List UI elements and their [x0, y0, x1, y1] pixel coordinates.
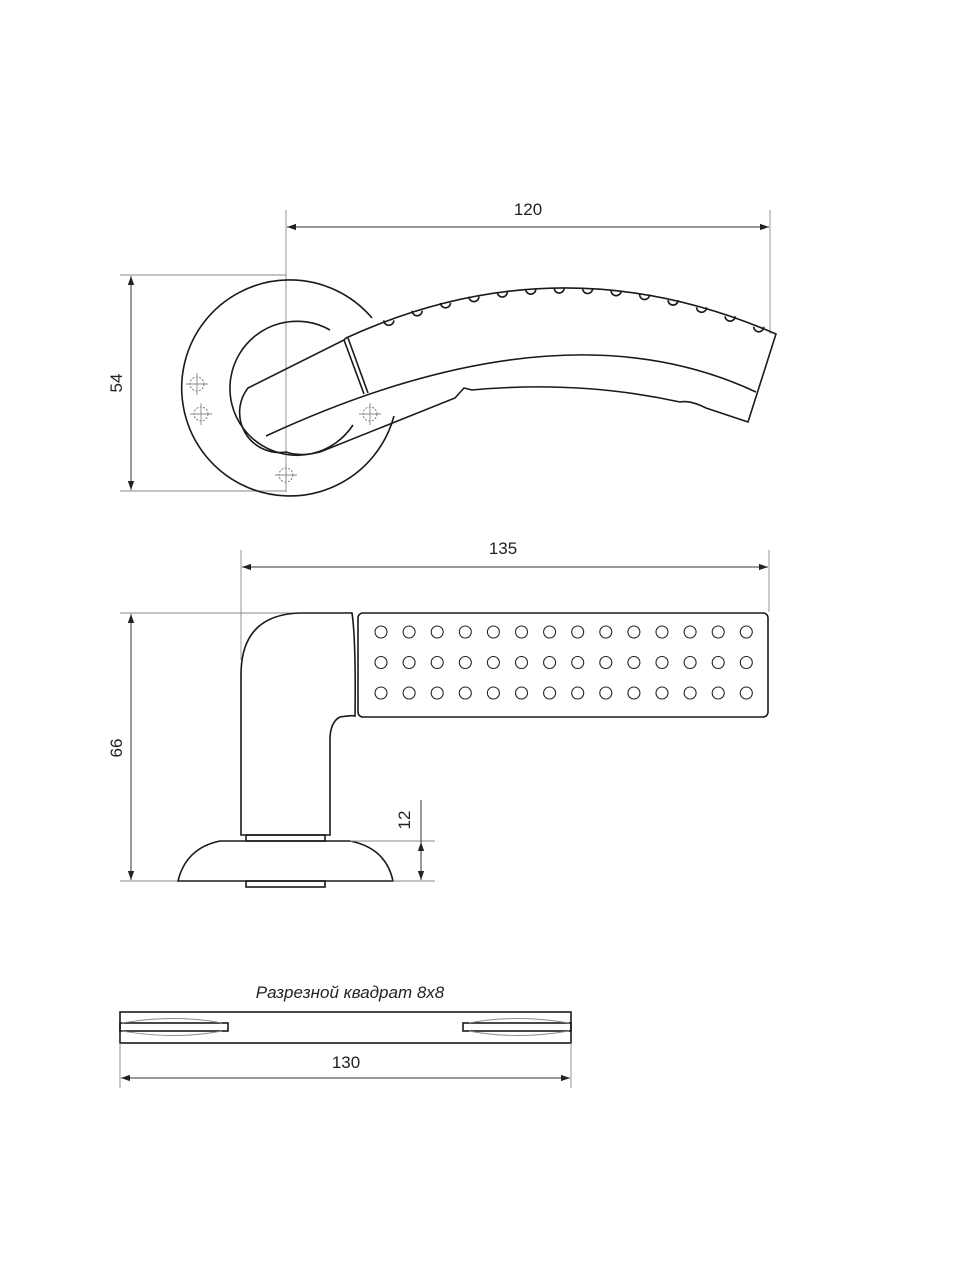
- grip-dot: [711, 655, 725, 670]
- dimple: [610, 290, 622, 297]
- lever-body: [238, 287, 777, 456]
- grip-dot: [655, 655, 669, 670]
- grip-dot: [739, 625, 753, 639]
- dimple: [496, 291, 509, 298]
- grip-dot: [374, 625, 388, 639]
- grip-dot: [571, 625, 585, 639]
- dimension-label-66: 66: [107, 739, 126, 758]
- handle-grip: [357, 612, 769, 718]
- slot-lens: [468, 1018, 570, 1036]
- rose-outer: [180, 279, 395, 497]
- spindle-view: Разрезной квадрат 8х8 130: [119, 983, 572, 1088]
- lever-dimples: [383, 287, 765, 333]
- grip-dot: [599, 655, 613, 670]
- lever-joint: [343, 339, 365, 395]
- grip-dot: [711, 686, 725, 700]
- grip-dot: [458, 655, 472, 670]
- grip-dot: [599, 686, 613, 700]
- dimple: [695, 307, 708, 314]
- top-view: 120 54: [107, 200, 777, 497]
- slot-lens: [121, 1018, 223, 1036]
- spindle-bar: [119, 1011, 572, 1044]
- grip-dot: [514, 655, 529, 670]
- screw-hole-icon: [359, 403, 381, 425]
- grip-dot: [739, 686, 753, 700]
- grip-dot: [739, 655, 753, 670]
- grip-dots: [374, 625, 753, 700]
- grip-dot: [514, 625, 529, 639]
- grip-dot: [402, 655, 416, 670]
- dimple: [752, 326, 765, 333]
- grip-dot: [683, 655, 697, 670]
- lever-groove: [265, 354, 757, 437]
- rose-side: [176, 840, 394, 882]
- dimension-label-130: 130: [332, 1053, 360, 1072]
- handle-neck: [240, 612, 356, 836]
- dimple: [439, 302, 452, 309]
- dimension-label-120: 120: [514, 200, 542, 219]
- grip-dot: [571, 686, 585, 700]
- grip-dot: [683, 625, 697, 639]
- grip-dot: [627, 655, 641, 670]
- grip-dot: [402, 686, 416, 700]
- grip-dot: [627, 686, 641, 700]
- grip-dot: [402, 625, 416, 639]
- grip-dot: [683, 686, 697, 700]
- screw-hole-icon: [190, 403, 212, 425]
- collar: [245, 834, 326, 842]
- grip-dot: [458, 625, 472, 639]
- dimple: [524, 289, 537, 295]
- grip-dot: [655, 686, 669, 700]
- grip-dot: [458, 686, 472, 700]
- rose-tab: [245, 880, 326, 888]
- dimple: [724, 316, 736, 322]
- dimple: [468, 296, 480, 303]
- dimple: [411, 310, 423, 317]
- grip-dot: [374, 655, 388, 670]
- grip-dot: [543, 655, 557, 670]
- grip-dot: [430, 625, 444, 639]
- dimension-label-12: 12: [395, 811, 414, 830]
- grip-dot: [486, 686, 500, 700]
- dimple: [638, 294, 651, 301]
- spindle-slot-right: [462, 1022, 572, 1032]
- grip-dot: [599, 625, 613, 639]
- grip-dot: [543, 686, 557, 700]
- grip-dot: [514, 686, 529, 700]
- grip-dot: [374, 686, 388, 700]
- dimension-label-135: 135: [489, 539, 517, 558]
- spindle-slot-left: [119, 1022, 229, 1032]
- grip-dot: [627, 625, 641, 639]
- dimension-label-54: 54: [107, 374, 126, 393]
- dimple: [383, 320, 395, 327]
- grip-dot: [571, 655, 585, 670]
- grip-dot: [486, 655, 500, 670]
- grip-dot: [543, 625, 557, 639]
- dimple: [581, 288, 594, 295]
- grip-dot: [711, 625, 725, 639]
- grip-dot: [655, 625, 669, 639]
- grip-dot: [430, 655, 444, 670]
- grip-dot: [430, 686, 444, 700]
- spindle-caption: Разрезной квадрат 8х8: [256, 983, 445, 1002]
- screw-hole-icon: [186, 373, 208, 395]
- grip-dot: [486, 625, 500, 639]
- screw-hole-icon: [275, 464, 297, 486]
- dimple: [667, 299, 679, 306]
- side-view: 135 66 12: [107, 539, 770, 888]
- lever-joint: [347, 337, 369, 394]
- dimple: [553, 287, 565, 294]
